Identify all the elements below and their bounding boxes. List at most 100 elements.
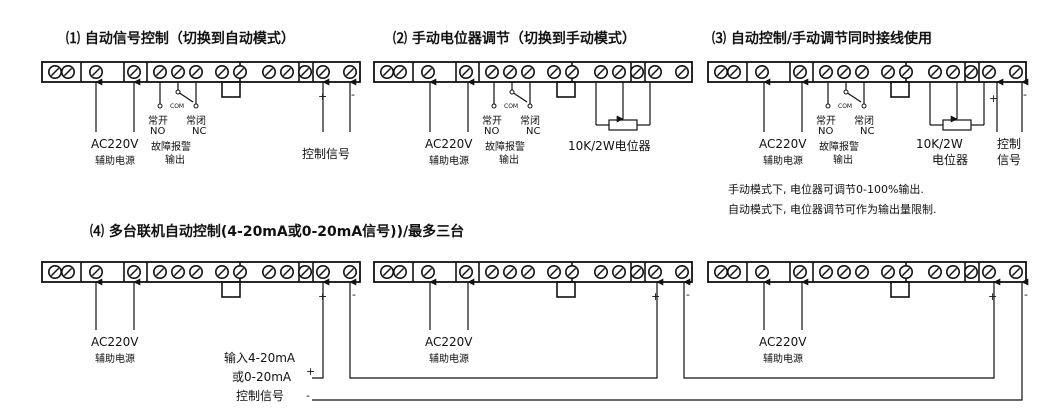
nc-label-en: NC xyxy=(860,126,874,137)
screw-slot xyxy=(423,67,433,77)
power-label-line1-c: AC220V xyxy=(759,335,807,349)
screw-slot xyxy=(282,67,292,77)
screw-slot xyxy=(395,67,405,77)
power-label-line1-b: AC220V xyxy=(425,335,473,349)
section-1-title: ⑴ 自动信号控制（切换到自动模式） xyxy=(66,30,295,47)
screw-slot xyxy=(505,67,515,77)
no-label-cn: 常开 xyxy=(482,114,502,127)
no-label-cn: 常开 xyxy=(816,114,836,127)
power-label-line2: 辅助电源 xyxy=(763,154,803,167)
terminal-strip-4b xyxy=(373,261,693,283)
plus-label: + xyxy=(318,90,327,103)
screw-slot xyxy=(857,267,867,277)
screw-slot xyxy=(129,267,139,277)
terminal-strip-3 xyxy=(707,61,1027,83)
screw-slot xyxy=(382,67,392,77)
nc-label-en: NC xyxy=(192,126,206,137)
minus-label-b: - xyxy=(686,288,690,301)
com-label: COM xyxy=(504,103,518,110)
control-signal-line1: 控制 xyxy=(997,137,1021,151)
alarm-label-line2: 输出 xyxy=(833,153,853,166)
screw-slot xyxy=(235,267,245,277)
screw-slot xyxy=(395,267,405,277)
screw-slot xyxy=(173,67,183,77)
no-label-en: NO xyxy=(484,126,499,137)
screw-slot xyxy=(632,267,642,277)
plus-label-b: + xyxy=(651,290,660,303)
screw-slot xyxy=(300,267,310,277)
terminal-strip-4a xyxy=(41,261,361,283)
terminal-strip-1 xyxy=(41,61,361,83)
screw-slot xyxy=(487,267,497,277)
alarm-label-line1: 故障报警 xyxy=(151,140,191,153)
potentiometer-label-line2: 电位器 xyxy=(932,152,968,167)
screw-slot xyxy=(505,267,515,277)
screw-slot xyxy=(173,267,183,277)
screw-slot xyxy=(345,67,355,77)
screw-slot xyxy=(729,267,739,277)
power-label-line1: AC220V xyxy=(759,137,807,151)
section-2-title: ⑵ 手动电位器调节（切换到手动模式） xyxy=(393,30,636,47)
minus-label-c: - xyxy=(1024,288,1028,301)
screw-slot xyxy=(155,67,165,77)
power-label-line1-a: AC220V xyxy=(91,335,139,349)
screw-slot xyxy=(217,267,227,277)
nc-label-en: NC xyxy=(526,126,540,137)
control-signal-line2: 信号 xyxy=(997,153,1021,167)
screw-slot xyxy=(264,67,274,77)
screw-slot xyxy=(901,267,911,277)
control-signal-label: 控制信号 xyxy=(302,147,350,161)
screw-slot xyxy=(461,267,471,277)
screw-slot xyxy=(839,267,849,277)
screw-slot xyxy=(191,267,201,277)
screw-slot xyxy=(677,267,687,277)
power-label-line2-a: 辅助电源 xyxy=(95,352,135,365)
screw-slot xyxy=(757,67,767,77)
screw-slot xyxy=(423,267,433,277)
alarm-label-line1: 故障报警 xyxy=(819,140,859,153)
minus-label: - xyxy=(1023,88,1027,101)
section-4-multi-unit: ⑷ 多台联机自动控制(4-20mA或0-20mA信号))/最多三台 AC220V… xyxy=(41,223,1029,403)
power-label-line2: 辅助电源 xyxy=(95,154,135,167)
screw-slot xyxy=(155,267,165,277)
screw-slot xyxy=(857,67,867,77)
screw-slot xyxy=(1011,67,1021,77)
screw-slot xyxy=(821,67,831,77)
screw-slot xyxy=(264,267,274,277)
screw-slot xyxy=(614,67,624,77)
screw-slot xyxy=(191,67,201,77)
screw-slot xyxy=(1011,267,1021,277)
potentiometer-label-line1: 10K/2W xyxy=(916,137,963,151)
screw-slot xyxy=(966,67,976,77)
screw-slot xyxy=(729,67,739,77)
minus-label-a: - xyxy=(352,288,356,301)
screw-slot xyxy=(757,267,767,277)
screw-slot xyxy=(461,67,471,77)
no-label-en: NO xyxy=(818,126,833,137)
screw-slot xyxy=(50,267,60,277)
screw-slot xyxy=(795,67,805,77)
screw-slot xyxy=(930,267,940,277)
note-auto-mode: 自动模式下, 电位器调节可作为输出量限制. xyxy=(728,202,937,216)
nc-label-cn: 常闭 xyxy=(186,114,206,127)
alarm-label-line2: 输出 xyxy=(499,153,519,166)
input-signal-line1: 输入4-20mA xyxy=(224,350,296,365)
com-label: COM xyxy=(170,103,184,110)
screw-slot xyxy=(318,67,328,77)
screw-slot xyxy=(821,267,831,277)
screw-slot xyxy=(50,67,60,77)
screw-slot xyxy=(839,67,849,77)
screw-slot xyxy=(795,267,805,277)
plus-label-c: + xyxy=(988,290,997,303)
alarm-label-line2: 输出 xyxy=(165,153,185,166)
screw-slot xyxy=(217,67,227,77)
screw-slot xyxy=(650,67,660,77)
screw-slot xyxy=(523,267,533,277)
section-3-title: ⑶ 自动控制/手动调节同时接线使用 xyxy=(712,30,932,47)
screw-slot xyxy=(883,67,893,77)
screw-slot xyxy=(984,267,994,277)
section-3-auto-and-manual: ⑶ 自动控制/手动调节同时接线使用 COM 常开 NO 常闭 NC 故障报 xyxy=(707,30,1029,216)
no-label-cn: 常开 xyxy=(148,114,168,127)
screw-slot xyxy=(614,267,624,277)
power-label-line2-c: 辅助电源 xyxy=(763,352,803,365)
